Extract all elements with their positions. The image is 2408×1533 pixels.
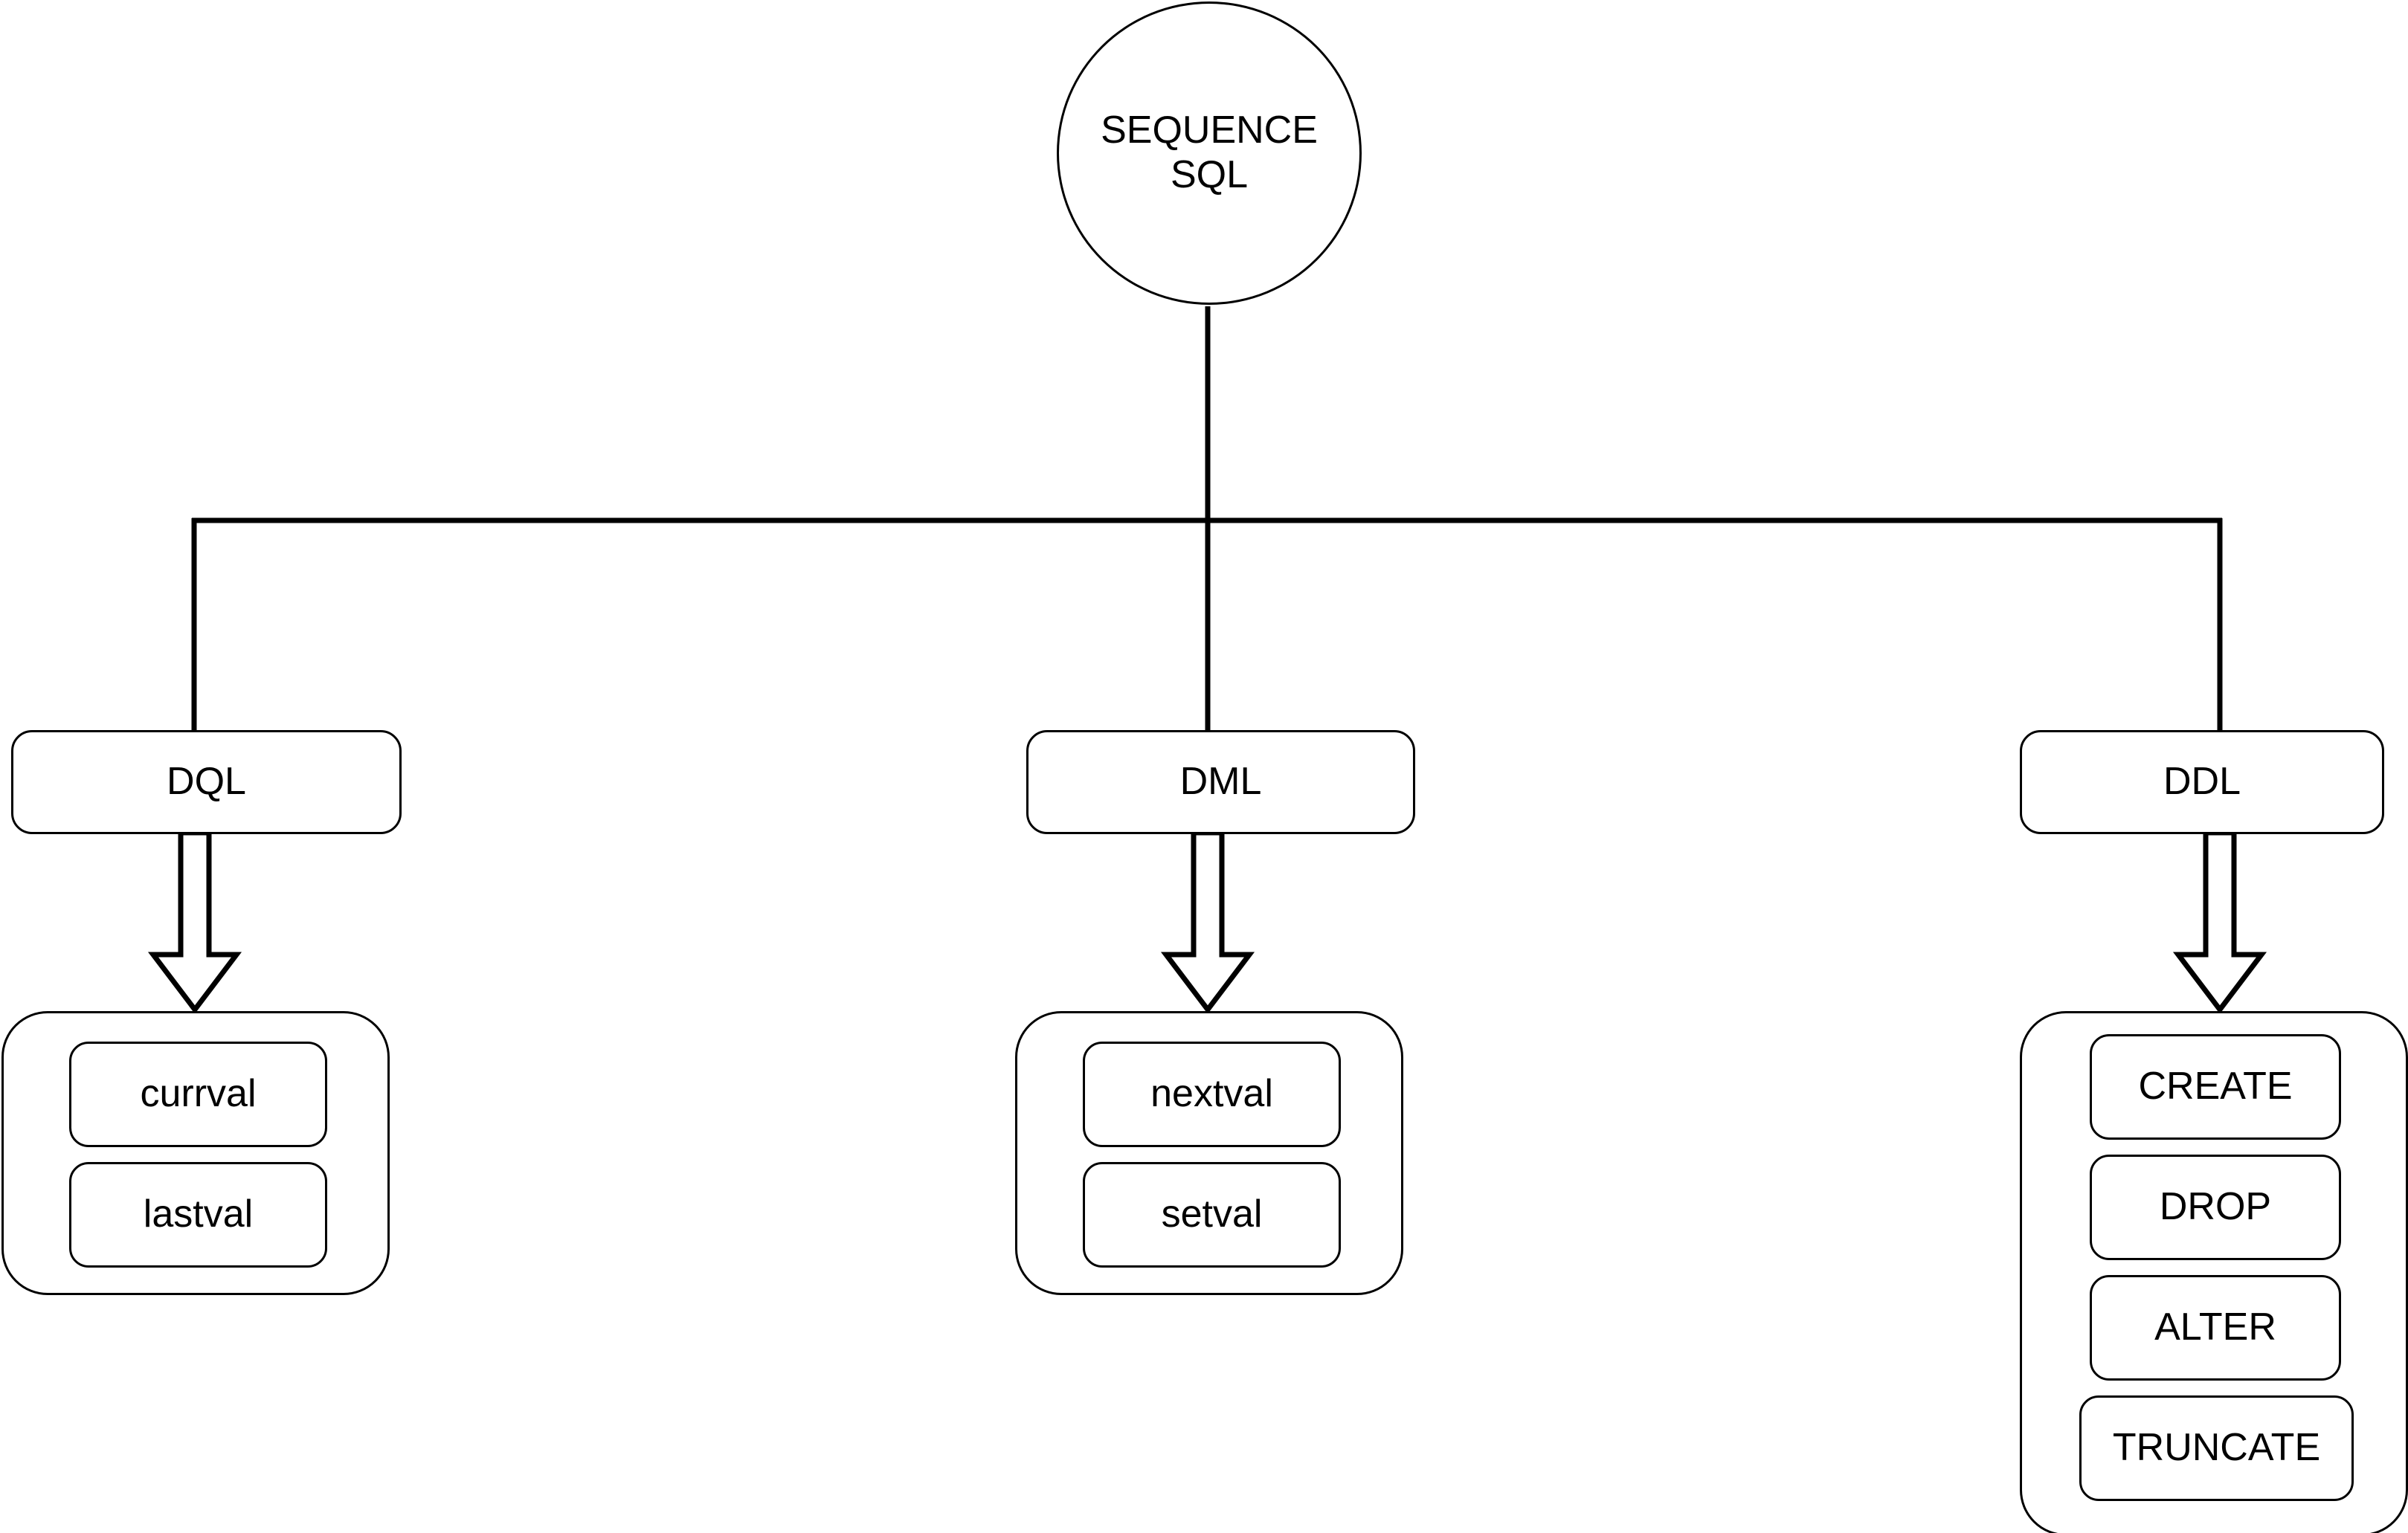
block-arrow-ddl	[2172, 830, 2267, 1014]
root-node-label: SEQUENCE SQL	[1101, 109, 1318, 196]
leaf-node-currval[interactable]: currval	[69, 1042, 327, 1147]
root-node-sequence-sql[interactable]: SEQUENCE SQL	[1057, 1, 1362, 305]
category-node-label-dql: DQL	[167, 760, 246, 804]
category-node-label-ddl: DDL	[2163, 760, 2241, 804]
category-node-label-dml: DML	[1179, 760, 1262, 804]
leaf-node-label-lastval: lastval	[143, 1192, 254, 1236]
leaf-node-label-currval: currval	[140, 1072, 257, 1116]
leaf-node-label-create: CREATE	[2138, 1065, 2293, 1108]
leaf-node-truncate[interactable]: TRUNCATE	[2079, 1395, 2354, 1501]
leaf-node-lastval[interactable]: lastval	[69, 1162, 327, 1268]
group-container-dml: nextval setval	[1015, 1011, 1403, 1295]
category-node-dql[interactable]: DQL	[11, 730, 402, 834]
group-container-ddl: CREATE DROP ALTER TRUNCATE	[2020, 1011, 2408, 1533]
leaf-node-alter[interactable]: ALTER	[2090, 1275, 2341, 1381]
leaf-node-create[interactable]: CREATE	[2090, 1034, 2341, 1140]
leaf-node-setval[interactable]: setval	[1083, 1162, 1341, 1268]
leaf-node-label-alter: ALTER	[2154, 1306, 2276, 1349]
block-arrow-dql	[147, 830, 242, 1014]
leaf-node-nextval[interactable]: nextval	[1083, 1042, 1341, 1147]
leaf-node-label-drop: DROP	[2159, 1185, 2272, 1229]
leaf-node-drop[interactable]: DROP	[2090, 1155, 2341, 1260]
leaf-node-label-nextval: nextval	[1150, 1072, 1273, 1116]
category-node-dml[interactable]: DML	[1026, 730, 1415, 834]
leaf-node-label-setval: setval	[1161, 1192, 1263, 1236]
group-container-dql: currval lastval	[1, 1011, 390, 1295]
block-arrow-dml	[1160, 830, 1255, 1014]
category-node-ddl[interactable]: DDL	[2020, 730, 2384, 834]
leaf-node-label-truncate: TRUNCATE	[2112, 1426, 2321, 1470]
